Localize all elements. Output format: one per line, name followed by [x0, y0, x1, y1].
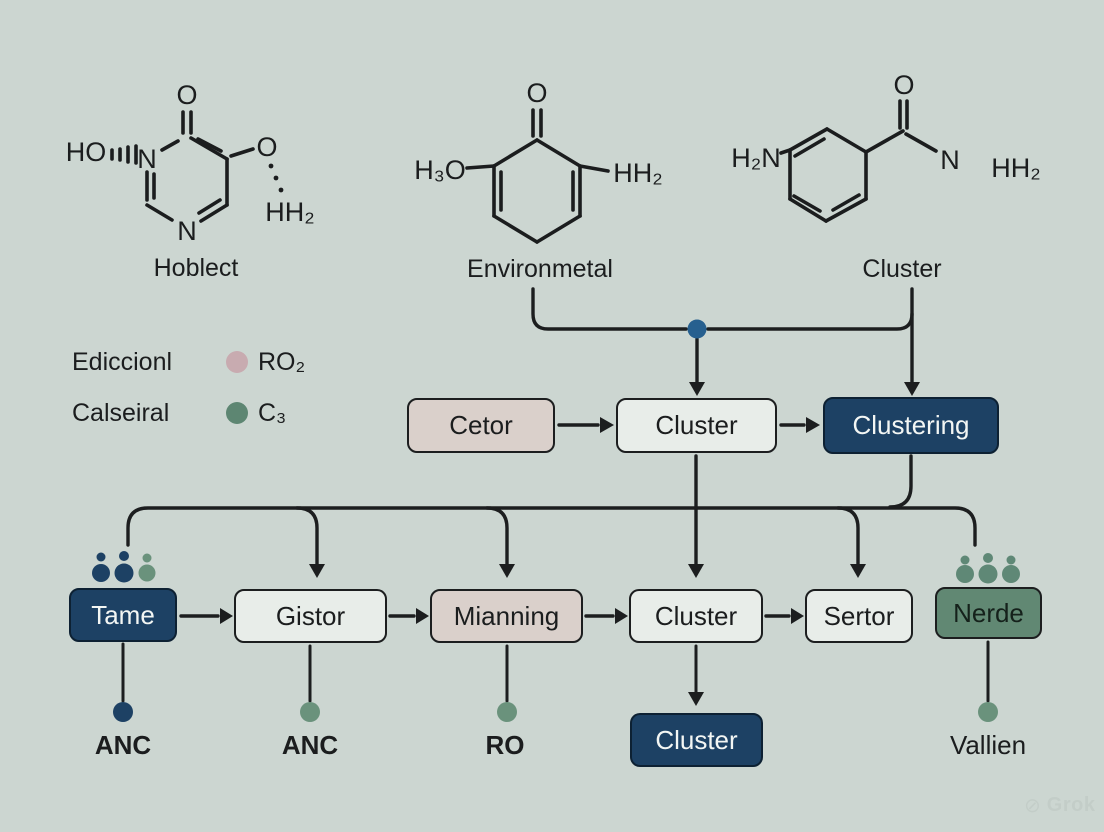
molecule-label-hoblect: Hoblect	[153, 254, 239, 282]
atom-label: H₃O	[414, 155, 466, 185]
molecule-environmetal-atoms: O H₃O HH₂	[414, 78, 662, 188]
molecule-label-cluster: Cluster	[862, 255, 942, 283]
node-cluster-1: Cluster	[616, 398, 777, 453]
atom-label: HO	[66, 137, 107, 167]
node-gistor: Gistor	[234, 589, 387, 643]
arrowhead	[850, 564, 866, 578]
arrowhead	[904, 382, 920, 396]
arrowhead	[615, 608, 628, 624]
output-label-ro: RO	[485, 730, 525, 760]
node-mianning: Mianning	[430, 589, 583, 643]
node-sertor: Sertor	[805, 589, 913, 643]
grok-logo-icon: ⊘	[1024, 794, 1041, 817]
node-tame: Tame	[69, 588, 177, 642]
output-label-anc-1: ANC	[94, 730, 152, 760]
arrowhead	[600, 417, 614, 433]
atom-label: N	[940, 145, 960, 175]
molecule-environmetal-skeleton	[465, 108, 610, 244]
atom-label: N	[137, 144, 157, 174]
atom-label: HH₂	[613, 158, 662, 188]
arrowhead	[309, 564, 325, 578]
molecule-hoblect-atoms: O HO N N O HH₂	[66, 80, 315, 246]
output-dot-green	[300, 702, 320, 722]
arrowhead	[416, 608, 429, 624]
arrowhead	[689, 382, 705, 396]
molecule-label-environmetal: Environmetal	[467, 255, 613, 283]
node-clustering: Clustering	[823, 397, 999, 454]
molecule-cluster-skeleton	[779, 99, 938, 223]
lower-bus-lines	[126, 454, 977, 568]
atom-label: O	[893, 70, 914, 100]
arrowhead	[791, 608, 804, 624]
arrowhead	[688, 564, 704, 578]
legend-item-label: Ediccionl	[72, 348, 173, 376]
people-dots-tame	[92, 551, 156, 583]
molecule-cluster-atoms: O H₂N N HH₂	[731, 70, 1040, 183]
atom-label: O	[526, 78, 547, 108]
node-cetor: Cetor	[407, 398, 555, 453]
legend-item-label: Calseiral	[72, 399, 170, 427]
junction-dot	[687, 319, 707, 339]
arrowhead	[499, 564, 515, 578]
output-label-anc-2: ANC	[281, 730, 339, 760]
output-dot-navy	[113, 702, 133, 722]
arrowhead	[220, 608, 233, 624]
output-dot-green	[978, 702, 998, 722]
people-dots-nerde	[956, 553, 1020, 584]
legend-pink-dot	[226, 351, 248, 373]
node-nerde: Nerde	[935, 587, 1042, 639]
legend-item-value: C₃	[258, 399, 287, 427]
atom-label: HH₂	[991, 153, 1040, 183]
arrowhead	[806, 417, 820, 433]
legend-item-value: RO₂	[258, 348, 306, 376]
legend-green-dot	[226, 402, 248, 424]
atom-label: HH₂	[265, 197, 314, 227]
output-dot-green	[497, 702, 517, 722]
output-drop-lines	[121, 640, 990, 703]
molecule-hoblect-skeleton	[110, 110, 255, 223]
arrowhead	[688, 692, 704, 706]
atom-label: H₂N	[731, 143, 780, 173]
atom-label: N	[177, 216, 197, 246]
molecule-hoblect-dotted-bond	[268, 163, 284, 193]
top-bus-lines	[531, 287, 914, 386]
output-label-vallien: Vallien	[949, 730, 1027, 760]
node-cluster-2: Cluster	[629, 589, 763, 643]
grok-label: Grok	[1046, 794, 1096, 816]
atom-label: O	[176, 80, 197, 110]
atom-label: O	[256, 132, 277, 162]
node-cluster-3: Cluster	[630, 713, 763, 767]
watermark: ⊘ Grok	[1024, 794, 1095, 817]
